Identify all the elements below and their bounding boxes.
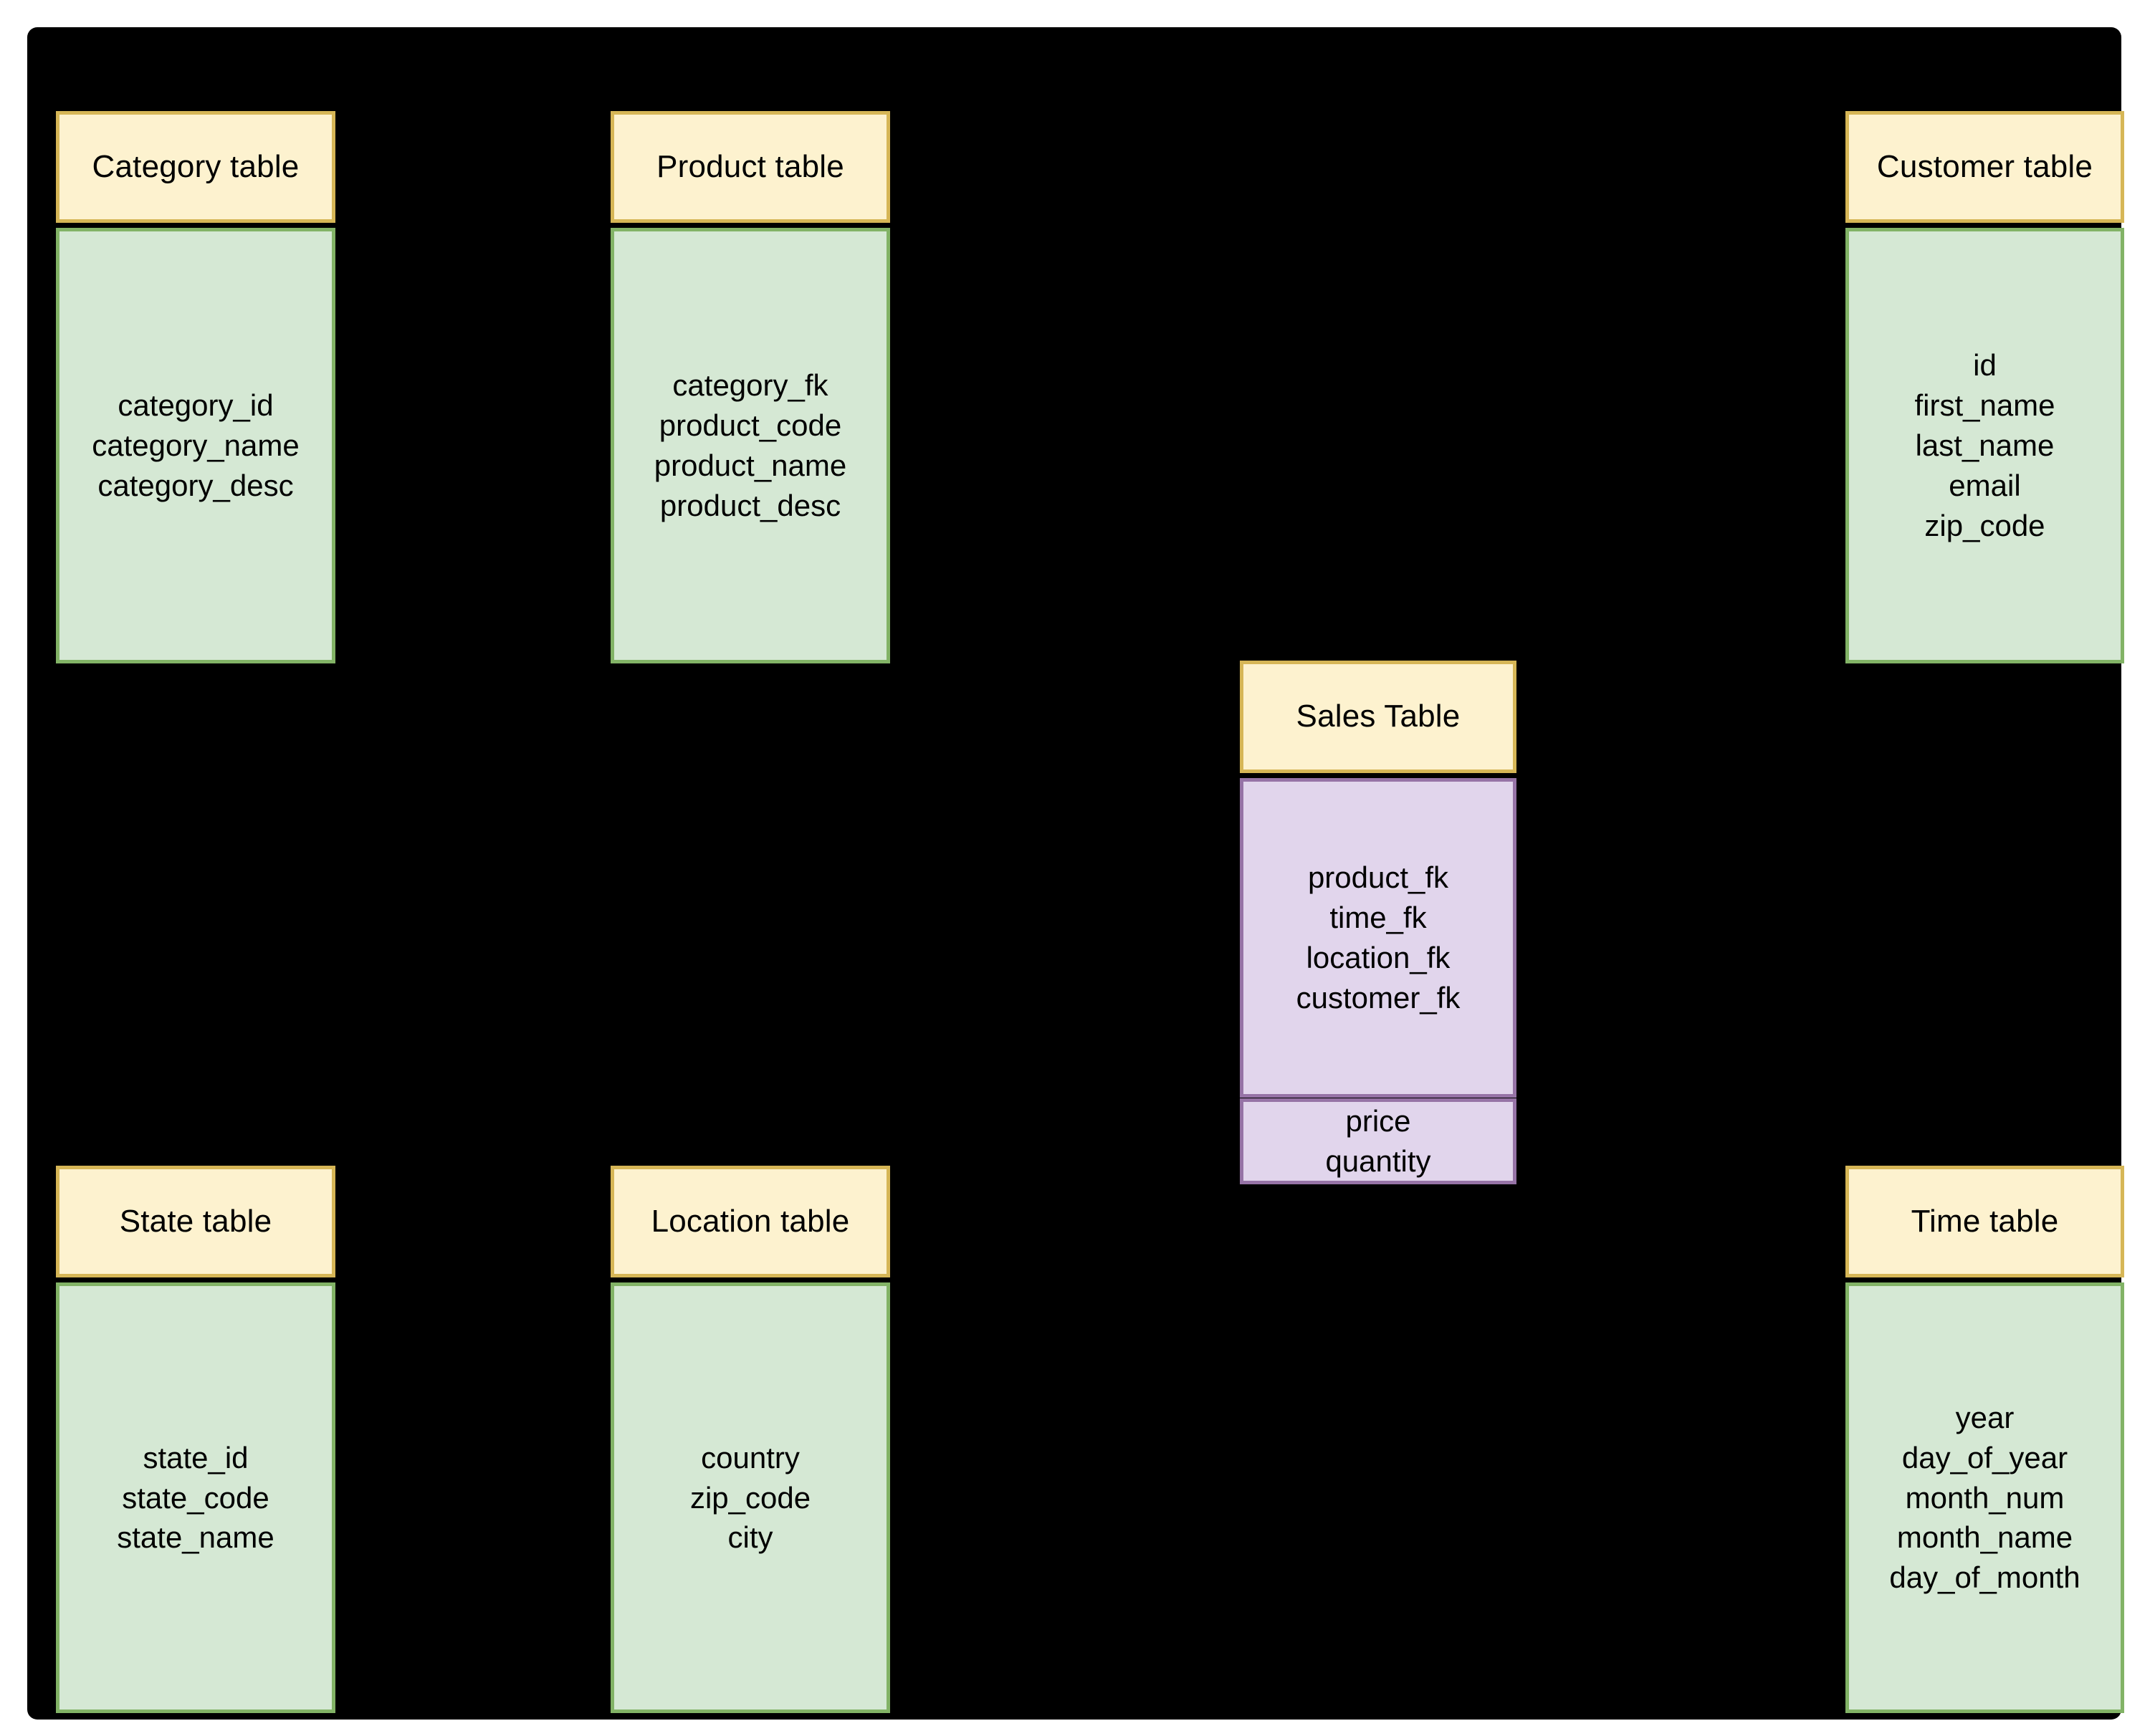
category-table-fields: category_id category_name category_desc [92, 388, 300, 502]
product-table-fields: category_fk product_code product_name pr… [654, 368, 847, 522]
sales-table-title: Sales Table [1296, 699, 1461, 734]
location-table-header[interactable]: Location table [611, 1166, 890, 1277]
location-table-title: Location table [651, 1203, 850, 1239]
state-table-title: State table [119, 1203, 272, 1239]
time-table-header[interactable]: Time table [1845, 1166, 2124, 1277]
sales-table-foreign-key-fields: product_fk time_fk location_fk customer_… [1296, 860, 1461, 1015]
product-table-header[interactable]: Product table [611, 111, 890, 223]
time-table-body[interactable]: year day_of_year month_num month_name da… [1845, 1282, 2124, 1713]
customer-table-body[interactable]: id first_name last_name email zip_code [1845, 228, 2124, 663]
customer-table-title: Customer table [1876, 148, 2093, 184]
product-table-title: Product table [656, 148, 844, 184]
customer-table-fields: id first_name last_name email zip_code [1914, 348, 2055, 542]
time-table-fields: year day_of_year month_num month_name da… [1889, 1400, 2080, 1595]
state-table-body[interactable]: state_id state_code state_name [56, 1282, 335, 1713]
sales-table-measure-fields: price quantity [1325, 1104, 1431, 1178]
location-table-body[interactable]: country zip_code city [611, 1282, 890, 1713]
category-table-title: Category table [92, 148, 300, 184]
category-table-header[interactable]: Category table [56, 111, 335, 223]
state-table-fields: state_id state_code state_name [117, 1440, 274, 1555]
diagram-canvas [27, 27, 2121, 1720]
sales-table-header[interactable]: Sales Table [1240, 661, 1516, 773]
location-table-fields: country zip_code city [689, 1440, 811, 1555]
customer-table-header[interactable]: Customer table [1845, 111, 2124, 223]
sales-table-measures[interactable]: price quantity [1240, 1098, 1516, 1184]
state-table-header[interactable]: State table [56, 1166, 335, 1277]
product-table-body[interactable]: category_fk product_code product_name pr… [611, 228, 890, 663]
sales-table-foreign-keys[interactable]: product_fk time_fk location_fk customer_… [1240, 778, 1516, 1098]
category-table-body[interactable]: category_id category_name category_desc [56, 228, 335, 663]
time-table-title: Time table [1911, 1203, 2059, 1239]
